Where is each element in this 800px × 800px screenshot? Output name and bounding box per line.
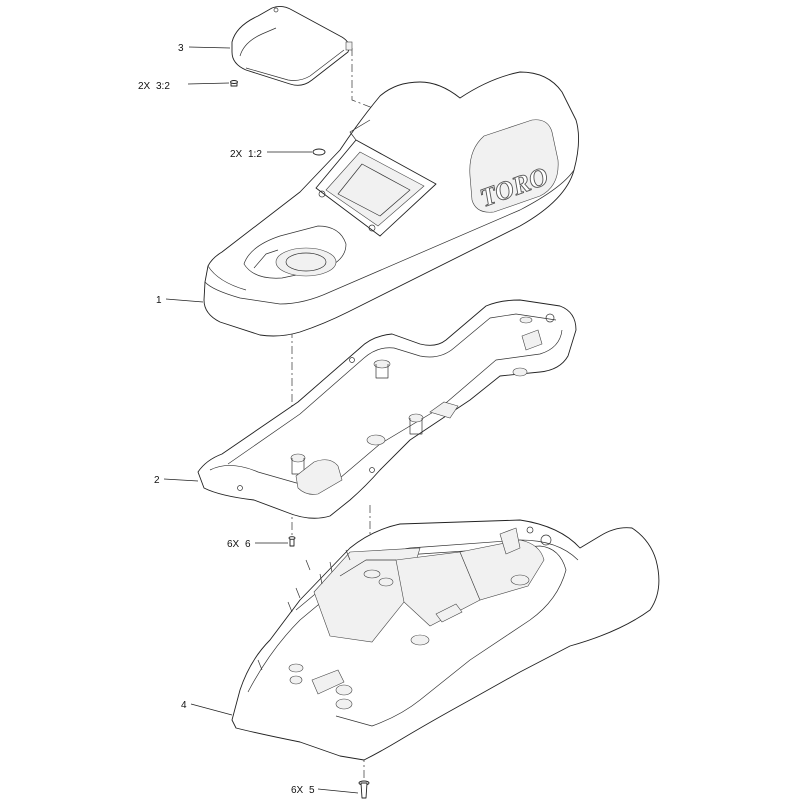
callout-2x-1-2-ref: 1:2: [248, 149, 262, 160]
callout-6x-5-qty: 6X: [291, 785, 304, 796]
console-plug: [312, 148, 326, 156]
callout-1-ref: 1: [156, 295, 162, 306]
callout-2x-1-2: 2X 1:2: [230, 149, 312, 160]
callout-1: 1: [156, 295, 204, 306]
callout-6x-5: 6X 5: [291, 785, 359, 796]
callout-3: 3: [178, 43, 231, 54]
lower-tray: [197, 299, 577, 519]
callout-2x-1-2-qty: 2X: [230, 149, 243, 160]
base-housing: [231, 519, 660, 761]
callout-4: 4: [181, 700, 233, 716]
callout-2-ref: 2: [154, 475, 160, 486]
callout-2: 2: [154, 475, 199, 486]
callout-4-ref: 4: [181, 700, 187, 711]
tray-screw: [288, 536, 296, 547]
callout-2x-3-2-ref: 3:2: [156, 81, 170, 92]
callout-6x-5-ref: 5: [309, 785, 315, 796]
upper-console: TORO: [203, 71, 579, 337]
cover-screw: [230, 80, 238, 87]
access-cover: [231, 5, 353, 86]
callout-6x-6-qty: 6X: [227, 539, 240, 550]
callout-2x-3-2: 2X 3:2: [138, 81, 230, 92]
base-screw: [358, 780, 370, 799]
callout-3-ref: 3: [178, 43, 184, 54]
callout-6x-6-ref: 6: [245, 539, 251, 550]
callout-2x-3-2-qty: 2X: [138, 81, 151, 92]
callout-6x-6: 6X 6: [227, 539, 288, 550]
